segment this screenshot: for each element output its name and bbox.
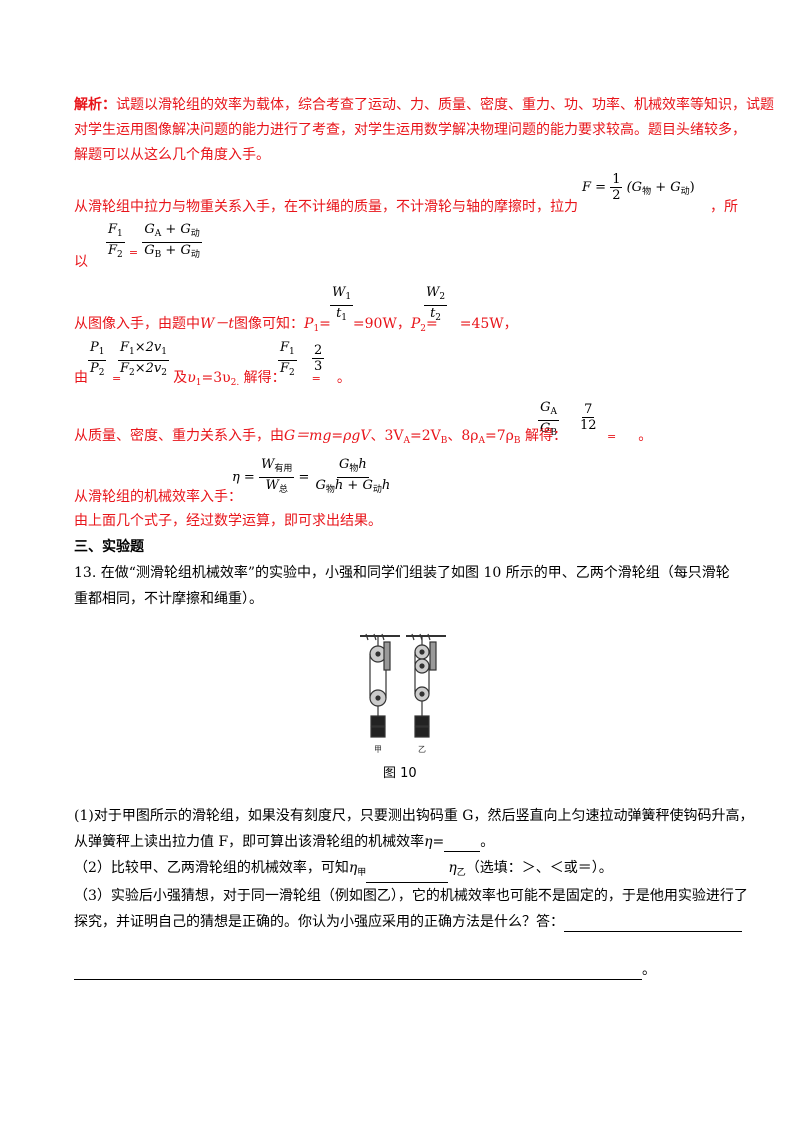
answer-blank-comparison[interactable] — [366, 866, 449, 883]
answer-blank-efficiency[interactable] — [444, 835, 481, 852]
analysis-fv-line: 由=及υ1=3υ2. 解得：=。 — [74, 370, 351, 388]
analysis-so-line: 以 — [74, 254, 88, 270]
analysis-graph-line: 从图像入手，由题中W－t图像可知：P1==90W，P2==45W， — [74, 316, 518, 334]
section-title: 三、实验题 — [74, 539, 144, 555]
analysis-conclusion-line: 由上面几个式子，经过数学运算，即可求出结果。 — [74, 513, 382, 529]
question-13-sub1-line-1: (1)对于甲图所示的滑轮组，如果没有刻度尺，只要测出钩码重 G，然后竖直向上匀速… — [74, 808, 754, 824]
analysis-label: 解析 — [74, 97, 102, 113]
question-13-sub1-line-2: 从弹簧秤上读出拉力值 F，即可算出该滑轮组的机械效率η=。 — [74, 834, 495, 852]
analysis-line-2: 对学生运用图像解决问题的能力进行了考查，对学生运用数学解决物理问题的能力要求较高… — [74, 122, 746, 138]
figure-label-yi: 乙 — [418, 745, 426, 754]
question-13-sub3-line-2: 探究，并证明自己的猜想是正确的。你认为小强应采用的正确方法是什么？答： — [74, 912, 742, 932]
answer-blank-method-1[interactable] — [564, 915, 742, 932]
analysis-line-1: 解析：试题以滑轮组的效率为载体，综合考查了运动、力、质量、密度、重力、功、功率、… — [74, 97, 774, 113]
analysis-density-line: 从质量、密度、重力关系入手，由G＝mg=ρgV、3VA=2VB、8ρA=7ρB … — [74, 428, 653, 446]
analysis-force-line: 从滑轮组中拉力与物重关系入手，在不计绳的质量，不计滑轮与轴的摩擦时，拉力，所 — [74, 199, 738, 215]
question-13-line-1: 13. 在做“测滑轮组机械效率”的实验中，小强和同学们组装了如图 10 所示的甲… — [74, 565, 730, 581]
question-13-line-2: 重都相同，不计摩擦和绳重）。 — [74, 591, 263, 607]
figure-label-jia: 甲 — [374, 745, 382, 754]
analysis-efficiency-line: 从滑轮组的机械效率入手： — [74, 489, 242, 505]
question-13-sub3-line-3: 。 — [74, 960, 656, 980]
pulley-figure: 甲 乙 — [360, 633, 446, 754]
question-13-sub3-line-1: （3）实验后小强猜想，对于同一滑轮组（例如图乙），它的机械效率也可能不是固定的，… — [74, 888, 748, 904]
figure-caption: 图 10 — [383, 766, 417, 781]
answer-blank-method-2[interactable] — [74, 963, 642, 980]
analysis-line-3: 解题可以从这么几个角度入手。 — [74, 147, 270, 163]
